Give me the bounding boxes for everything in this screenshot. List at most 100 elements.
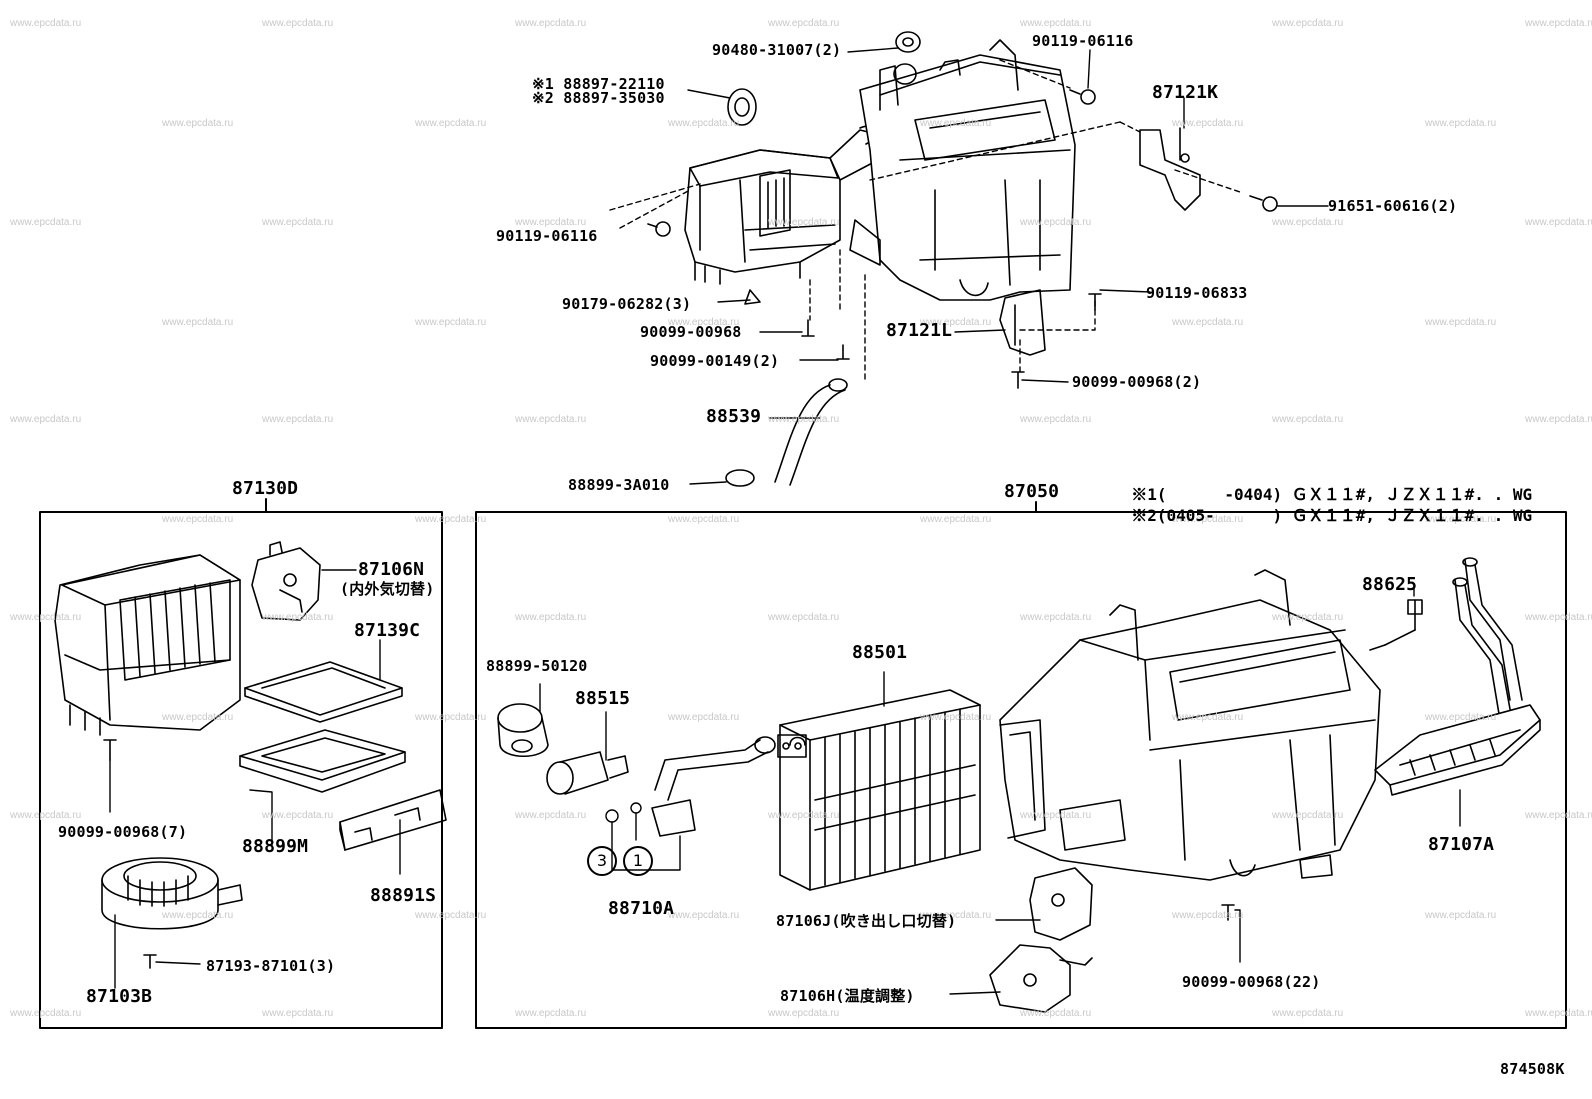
label-87106n-sub: (内外気切替) <box>340 580 435 598</box>
watermark-text: www.epcdata.ru <box>1425 910 1497 921</box>
label-87103b: 87103B <box>86 986 153 1007</box>
watermark-text: www.epcdata.ru <box>10 810 82 821</box>
watermark-text: www.epcdata.ru <box>10 18 82 29</box>
label-88897-b: ※2 88897-35030 <box>532 89 665 107</box>
valve-88515 <box>546 751 629 795</box>
watermark-text: www.epcdata.ru <box>768 414 840 425</box>
watermark-text: www.epcdata.ru <box>162 118 234 129</box>
diagram-code: 874508K <box>1500 1060 1565 1078</box>
actuator-87106j <box>1029 867 1093 941</box>
watermark-text: www.epcdata.ru <box>1020 1008 1092 1019</box>
label-87193: 87193-87101(3) <box>206 957 336 975</box>
label-87106h: 87106H(温度調整) <box>780 987 915 1005</box>
watermark-text: www.epcdata.ru <box>10 1008 82 1019</box>
watermark-text: www.epcdata.ru <box>10 414 82 425</box>
watermark-text: www.epcdata.ru <box>1425 712 1497 723</box>
actuator-87106n <box>251 541 321 621</box>
sensor-88625 <box>1369 599 1423 651</box>
label-87106n: 87106N <box>358 559 425 580</box>
watermark-text: www.epcdata.ru <box>162 712 234 723</box>
evaporator-88501 <box>777 689 981 891</box>
watermark-text: www.epcdata.ru <box>920 118 992 129</box>
label-91651: 91651-60616(2) <box>1328 197 1458 215</box>
box-87050 <box>475 511 1567 1029</box>
watermark-text: www.epcdata.ru <box>262 217 334 228</box>
watermark-text: www.epcdata.ru <box>920 712 992 723</box>
label-88501: 88501 <box>852 642 908 663</box>
label-90099-00968-2: 90099-00968(2) <box>1072 373 1202 391</box>
watermark-text: www.epcdata.ru <box>162 317 234 328</box>
watermark-text: www.epcdata.ru <box>668 317 740 328</box>
label-90119-06833: 90119-06833 <box>1146 284 1248 302</box>
watermark-text: www.epcdata.ru <box>1525 810 1592 821</box>
watermark-text: www.epcdata.ru <box>1425 514 1497 525</box>
watermark-text: www.epcdata.ru <box>768 1008 840 1019</box>
watermark-text: www.epcdata.ru <box>262 612 334 623</box>
watermark-text: www.epcdata.ru <box>668 910 740 921</box>
watermark-text: www.epcdata.ru <box>768 18 840 29</box>
watermark-text: www.epcdata.ru <box>1172 910 1244 921</box>
label-87107a: 87107A <box>1428 834 1495 855</box>
watermark-text: www.epcdata.ru <box>515 1008 587 1019</box>
watermark-text: www.epcdata.ru <box>415 118 487 129</box>
blower-case-87130d <box>54 554 241 761</box>
watermark-text: www.epcdata.ru <box>1172 712 1244 723</box>
watermark-text: www.epcdata.ru <box>1272 18 1344 29</box>
note-1: ※1( -0404) ＧＸ１１#, ＪＺＸ１１#. . WG <box>1112 462 1532 506</box>
switch-88899-50120 <box>497 703 549 757</box>
watermark-text: www.epcdata.ru <box>515 217 587 228</box>
watermark-text: www.epcdata.ru <box>768 612 840 623</box>
filter-case-88899m <box>239 729 406 793</box>
label-90099-00149: 90099-00149(2) <box>650 352 780 370</box>
watermark-text: www.epcdata.ru <box>1020 414 1092 425</box>
bracket-87121l <box>999 289 1046 356</box>
circle-callout-1: 1 <box>623 846 653 876</box>
note-1-text: ( -0404) ＧＸ１１#, ＪＺＸ１１#. . WG <box>1156 485 1533 504</box>
watermark-text: www.epcdata.ru <box>415 910 487 921</box>
watermark-text: www.epcdata.ru <box>1525 1008 1592 1019</box>
watermark-text: www.epcdata.ru <box>920 317 992 328</box>
watermark-text: www.epcdata.ru <box>1272 612 1344 623</box>
watermark-text: www.epcdata.ru <box>262 414 334 425</box>
top-heater-unit <box>849 39 1076 301</box>
note-2-text: (0405- ) ＧＸ１１#, ＪＺＸ１１#. . WG <box>1156 506 1533 525</box>
label-90099-00968-top: 90099-00968 <box>640 323 742 341</box>
watermark-text: www.epcdata.ru <box>768 217 840 228</box>
note-2-mark: ※2 <box>1131 506 1157 525</box>
label-88539: 88539 <box>706 406 762 427</box>
watermark-text: www.epcdata.ru <box>1020 612 1092 623</box>
cover-88891s <box>339 789 447 851</box>
watermark-text: www.epcdata.ru <box>515 612 587 623</box>
watermark-text: www.epcdata.ru <box>1020 217 1092 228</box>
watermark-text: www.epcdata.ru <box>1172 118 1244 129</box>
watermark-text: www.epcdata.ru <box>515 414 587 425</box>
watermark-text: www.epcdata.ru <box>162 514 234 525</box>
watermark-text: www.epcdata.ru <box>515 810 587 821</box>
watermark-text: www.epcdata.ru <box>1272 1008 1344 1019</box>
watermark-text: www.epcdata.ru <box>1525 612 1592 623</box>
watermark-text: www.epcdata.ru <box>768 810 840 821</box>
label-88899m: 88899M <box>242 836 309 857</box>
watermark-text: www.epcdata.ru <box>415 514 487 525</box>
circle-callout-3: 3 <box>587 846 617 876</box>
screw-90099-22 <box>1221 904 1235 921</box>
watermark-text: www.epcdata.ru <box>1525 217 1592 228</box>
watermark-text: www.epcdata.ru <box>262 1008 334 1019</box>
box-87130d <box>39 511 443 1029</box>
note-1-mark: ※1 <box>1131 485 1157 504</box>
pipe-88710a <box>651 736 776 837</box>
watermark-text: www.epcdata.ru <box>10 612 82 623</box>
label-88515: 88515 <box>575 688 631 709</box>
label-88891s: 88891S <box>370 885 437 906</box>
watermark-text: www.epcdata.ru <box>1425 118 1497 129</box>
filter-87139c <box>244 661 403 723</box>
actuator-87106h <box>989 944 1093 1013</box>
heater-case-87050 <box>999 569 1381 881</box>
watermark-text: www.epcdata.ru <box>262 810 334 821</box>
label-90099-00968-22: 90099-00968(22) <box>1182 973 1321 991</box>
blower-motor-87103b <box>101 857 243 969</box>
watermark-text: www.epcdata.ru <box>668 514 740 525</box>
watermark-text: www.epcdata.ru <box>262 18 334 29</box>
watermark-text: www.epcdata.ru <box>10 217 82 228</box>
top-small-parts <box>647 31 1278 389</box>
